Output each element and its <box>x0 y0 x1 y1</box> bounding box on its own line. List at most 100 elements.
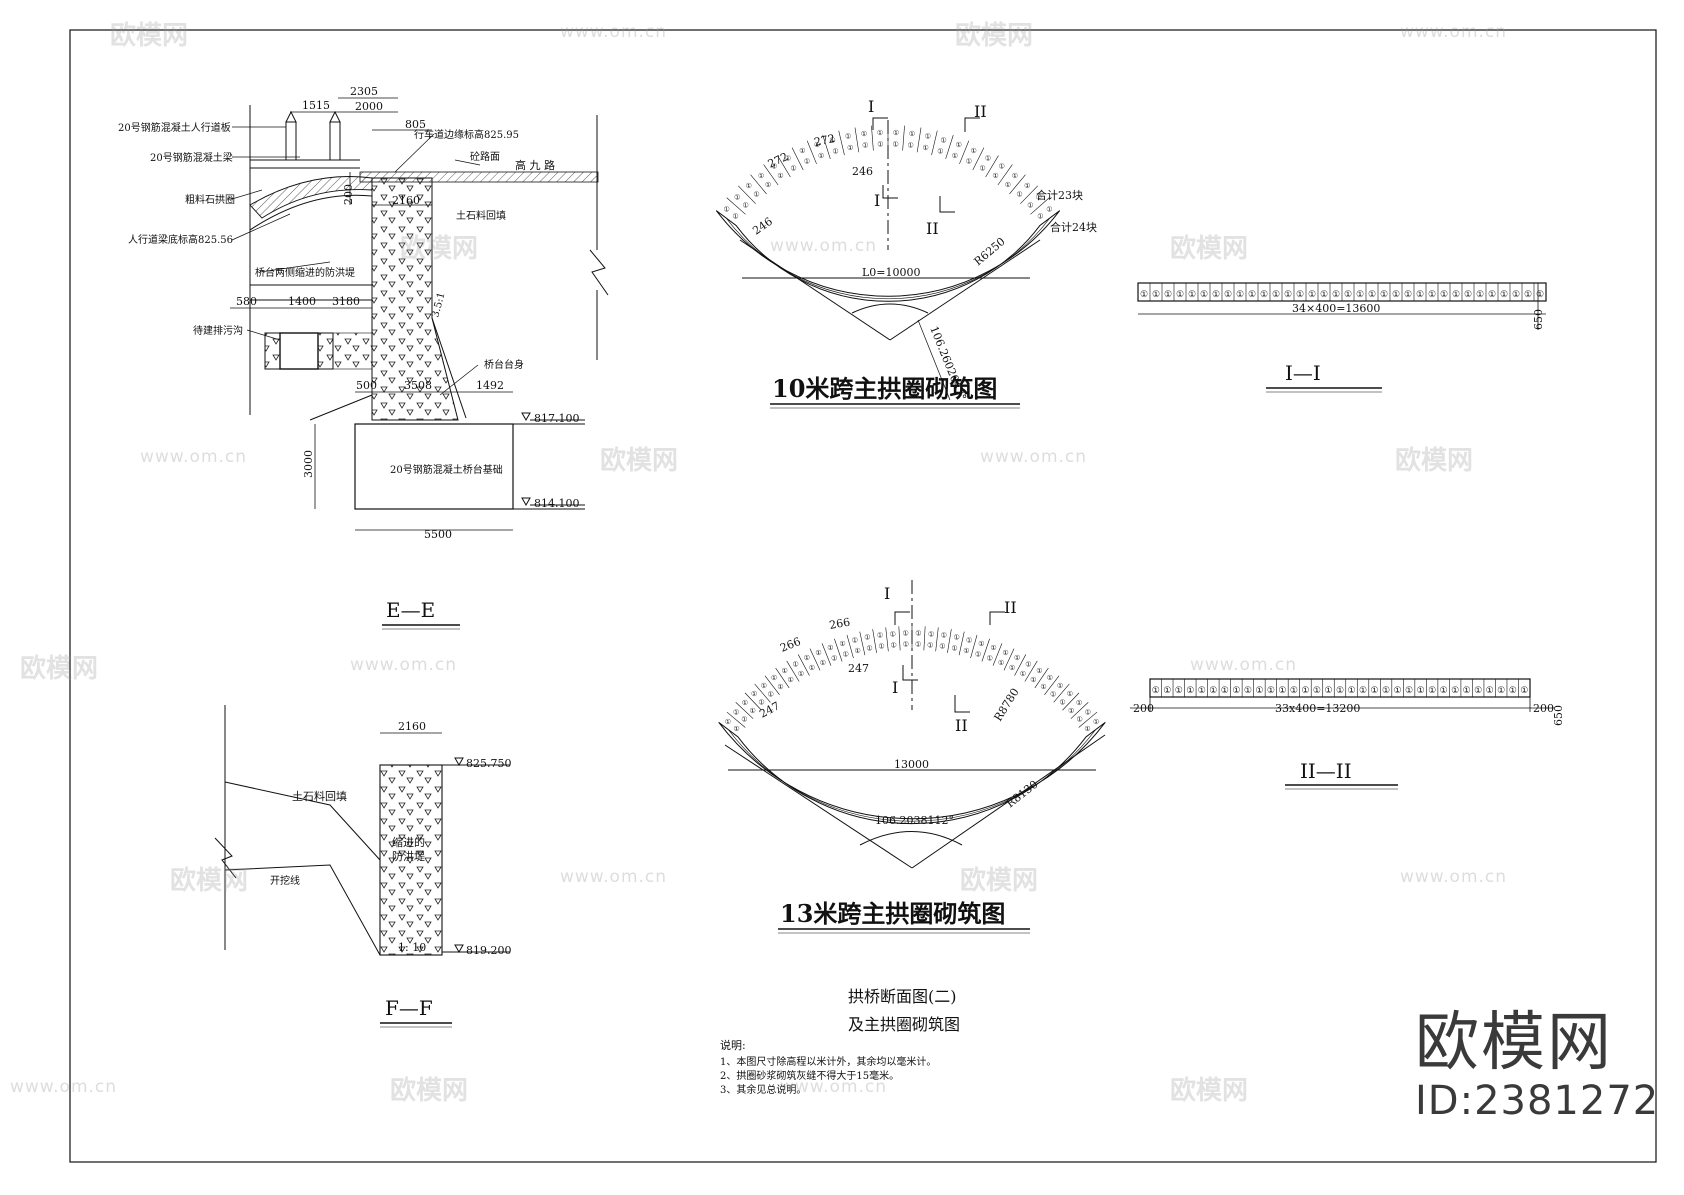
voussoir-block-symbol: ① <box>734 193 740 201</box>
voussoir-block-symbol: ① <box>1059 698 1065 706</box>
voussoir-block-symbol: ① <box>831 654 837 662</box>
elevation-label: 825.750 <box>466 757 512 770</box>
voussoir-block-symbol: ① <box>1093 718 1099 726</box>
block-symbol: ① <box>1344 290 1352 300</box>
voussoir-block-symbol: ① <box>1014 654 1020 662</box>
voussoir-block-symbol: ① <box>1057 682 1063 690</box>
count-top: 合计23块 <box>1036 188 1083 202</box>
voussoir-block-symbol: ① <box>877 632 883 640</box>
voussoir-block-symbol: ① <box>925 133 931 141</box>
voussoir-joint <box>959 140 970 165</box>
block-symbol: ① <box>1382 686 1390 696</box>
block-symbol: ① <box>1164 290 1172 300</box>
voussoir-block-symbol: ① <box>818 152 824 160</box>
voussoir-joint <box>947 629 952 653</box>
block-symbol: ① <box>1451 686 1459 696</box>
voussoir-block-symbol: ① <box>940 136 946 144</box>
notes: 说明: 1、本图尺寸除高程以米计外，其余均以毫米计。 2、拱圈砂浆砌筑灰缝不得大… <box>720 1038 936 1096</box>
block-symbol: ① <box>1224 290 1232 300</box>
sheet-title-line2: 及主拱圈砌筑图 <box>848 1015 960 1034</box>
arch-10m-title: 10米跨主拱圈砌筑图 <box>772 374 997 403</box>
block-symbol: ① <box>1336 686 1344 696</box>
voussoir-joint <box>985 155 999 178</box>
arch-span: 13000 <box>894 758 929 771</box>
block-symbol: ① <box>1284 290 1292 300</box>
arch-radius-inner: R8780 <box>992 686 1022 724</box>
notes-heading: 说明: <box>720 1038 746 1052</box>
voussoir-joint <box>885 627 889 652</box>
voussoir-block-symbol: ① <box>765 181 771 189</box>
block-symbol: ① <box>1488 290 1496 300</box>
voussoir-block-symbol: ① <box>1077 716 1083 724</box>
section-label-i-i: I—I <box>1285 361 1321 385</box>
voussoir-joint <box>997 164 1013 186</box>
voussoir-block-symbol: ① <box>891 641 897 649</box>
voussoir-joint <box>1070 702 1089 719</box>
voussoir-block-symbol: ① <box>998 659 1004 667</box>
dim-label: 2305 <box>350 85 378 98</box>
block-symbol: ① <box>1509 686 1517 696</box>
voussoir-block-symbol: ① <box>1037 213 1043 221</box>
brand-logo-text: 欧模网 <box>1415 1006 1613 1080</box>
block-symbol: ① <box>1392 290 1400 300</box>
voussoir-joint <box>1053 683 1070 703</box>
block-symbol: ① <box>1486 686 1494 696</box>
block-symbol: ① <box>1405 686 1413 696</box>
block-symbol: ① <box>1255 686 1263 696</box>
arch-radius-outer: R8130 <box>1004 778 1041 811</box>
voussoir-block-symbol: ① <box>902 630 908 638</box>
sewer-box <box>279 332 319 370</box>
voussoir-block-symbol: ① <box>792 660 798 668</box>
dim-label: 805 <box>405 118 426 131</box>
voussoir-joint <box>872 629 877 653</box>
voussoir-block-symbol: ① <box>1027 201 1033 209</box>
voussoir-block-symbol: ① <box>798 670 804 678</box>
voussoir-block-symbol: ① <box>768 690 774 698</box>
voussoir-block-symbol: ① <box>1047 674 1053 682</box>
voussoir-block-symbol: ① <box>815 649 821 657</box>
voussoir-block-symbol: ① <box>758 172 764 180</box>
voussoir-block-symbol: ① <box>845 133 851 141</box>
block-symbol: ① <box>1212 290 1220 300</box>
block-symbol: ① <box>1200 290 1208 300</box>
voussoir-block-symbol: ① <box>777 172 783 180</box>
voussoir-joint <box>809 648 821 671</box>
voussoir-block-symbol: ① <box>785 154 791 162</box>
block-symbol: ① <box>1236 290 1244 300</box>
voussoir-joint <box>1009 174 1026 195</box>
note-item: 1、本图尺寸除高程以米计外，其余均以毫米计。 <box>720 1055 936 1068</box>
arch-ring-outline <box>715 210 1061 302</box>
block-symbol: ① <box>1296 290 1304 300</box>
voussoir-joint <box>992 643 1003 666</box>
callout-pavement: 砼路面 <box>470 150 500 163</box>
voussoir-block-symbol: ① <box>771 674 777 682</box>
note-item: 3、其余见总说明。 <box>720 1083 806 1096</box>
voussoir-block-symbol: ① <box>893 129 899 137</box>
block-symbol: ① <box>1176 290 1184 300</box>
voussoir-block-symbol: ① <box>761 682 767 690</box>
voussoir-block-symbol: ① <box>937 147 943 155</box>
voussoir-block-symbol: ① <box>1016 191 1022 199</box>
voussoir-block-symbol: ① <box>927 641 933 649</box>
block-symbol: ① <box>1272 290 1280 300</box>
voussoir-joint <box>735 702 754 719</box>
dim-label: 3508 <box>404 379 432 392</box>
section-label-ff: F—F <box>385 996 433 1020</box>
block-symbol: ① <box>1500 290 1508 300</box>
dim-label: 1492 <box>476 379 504 392</box>
dim-label: 2000 <box>355 100 383 113</box>
voussoir-joint <box>834 638 843 662</box>
voussoir-block-symbol: ① <box>852 637 858 645</box>
block-symbol: ① <box>1209 686 1217 696</box>
voussoir-joint <box>1034 667 1049 689</box>
voussoir-block-symbol: ① <box>781 667 787 675</box>
arch-ring-midline <box>728 729 1096 822</box>
block-symbol: ① <box>1463 686 1471 696</box>
elevation-label: 819.200 <box>466 944 512 957</box>
dim-label: 272 <box>813 132 836 149</box>
